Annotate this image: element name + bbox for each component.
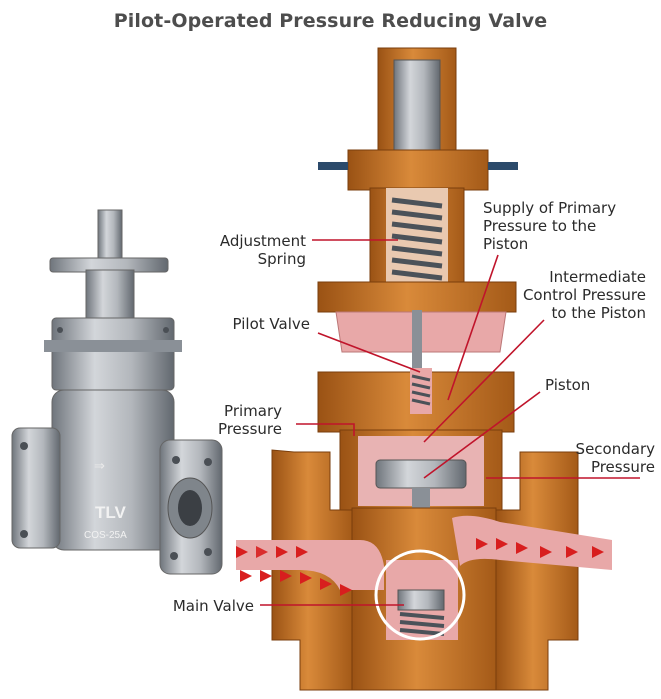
label-intermediate: Intermediate Control Pressure to the Pis…	[522, 268, 646, 322]
leader-lines	[260, 239, 640, 606]
leader-supply-primary	[447, 254, 499, 401]
flow-arrows	[236, 538, 604, 596]
page-title: Pilot-Operated Pressure Reducing Valve	[113, 10, 548, 32]
leader-intermediate	[423, 319, 545, 443]
photo-model: COS-25A	[84, 530, 127, 541]
valve-photo: TLV COS-25A ⇒	[11, 209, 223, 575]
label-primary-pressure: Primary Pressure	[217, 402, 282, 438]
label-main-valve: Main Valve	[172, 597, 254, 615]
leader-piston	[423, 391, 541, 479]
label-adjustment-spring: Adjustment Spring	[219, 232, 306, 268]
adjustment-spring-coil	[391, 197, 443, 281]
main-valve-highlight	[374, 549, 466, 641]
leader-primary-pressure	[296, 423, 355, 436]
label-supply-primary: Supply of Primary Pressure to the Piston	[483, 199, 617, 253]
cutaway-valve	[236, 47, 612, 691]
label-pilot-valve: Pilot Valve	[232, 315, 310, 333]
photo-brand: TLV	[95, 503, 127, 522]
svg-text:⇒: ⇒	[94, 458, 105, 473]
label-secondary-pressure: Secondary Pressure	[575, 440, 655, 476]
label-piston: Piston	[545, 376, 591, 394]
leader-pilot-valve	[317, 332, 421, 373]
